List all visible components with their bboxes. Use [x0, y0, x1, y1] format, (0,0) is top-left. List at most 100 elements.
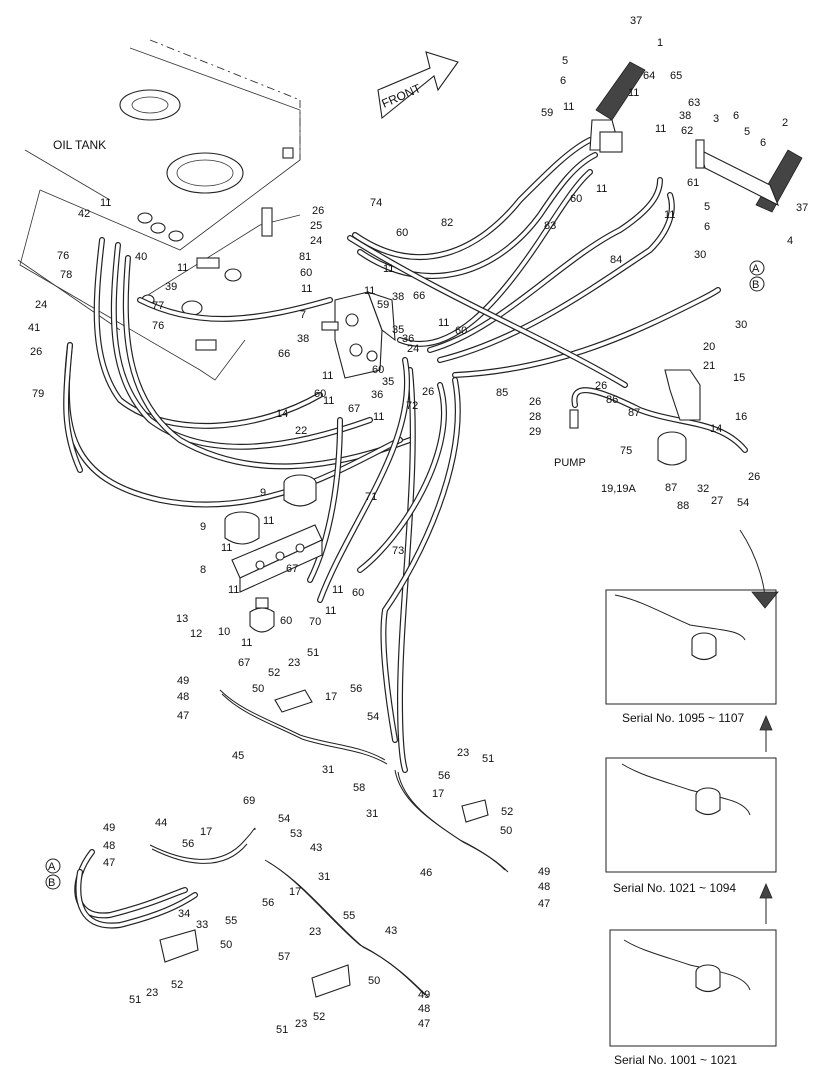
part-number-6-2: 6	[733, 110, 739, 122]
hose-bundle	[63, 137, 748, 773]
part-number-11-5: 11	[322, 370, 333, 382]
part-number-75-0: 75	[620, 445, 632, 457]
part-number-9-1: 9	[200, 521, 206, 533]
part-number-14-0: 14	[276, 408, 288, 420]
part-number-59-1: 59	[541, 107, 553, 119]
accumulator-block	[224, 474, 323, 633]
part-number-56-1: 56	[438, 770, 450, 782]
part-number-48-3: 48	[418, 1003, 430, 1015]
pump-label: PUMP	[554, 457, 586, 469]
part-number-17-2: 17	[200, 826, 212, 838]
part-number-36-0: 36	[402, 333, 414, 345]
part-number-30-1: 30	[735, 319, 747, 331]
part-number-67-0: 67	[286, 563, 298, 575]
part-number-46-0: 46	[420, 867, 432, 879]
part-number-60-5: 60	[280, 615, 292, 627]
part-number-5-2: 5	[744, 126, 750, 138]
part-number-52-2: 52	[171, 979, 183, 991]
part-number-87-1: 87	[665, 482, 677, 494]
part-number-50-1: 50	[500, 825, 512, 837]
part-number-22-0: 22	[295, 425, 307, 437]
part-number-24-1: 24	[310, 235, 322, 247]
part-number-31-2: 31	[318, 871, 330, 883]
part-number-2-0: 2	[782, 117, 788, 129]
part-number-73-0: 73	[392, 545, 404, 557]
part-number-5-0: 5	[562, 55, 568, 67]
part-number-42-0: 42	[78, 208, 90, 220]
part-number-54-2: 54	[737, 497, 749, 509]
part-number-6-0: 6	[560, 75, 566, 87]
part-number-44-0: 44	[155, 817, 167, 829]
part-number-23-4: 23	[309, 926, 321, 938]
part-number-32-0: 32	[697, 483, 709, 495]
oil-tank-label: OIL TANK	[53, 138, 106, 152]
part-number-81-0: 81	[299, 251, 311, 263]
part-number-66-1: 66	[278, 348, 290, 360]
part-number-13-0: 13	[176, 613, 188, 625]
part-number-60-0: 60	[396, 227, 408, 239]
part-number-58-0: 58	[353, 782, 365, 794]
part-number-38-2: 38	[679, 110, 691, 122]
part-number-11-17: 11	[241, 637, 252, 649]
part-number-62-0: 62	[681, 125, 693, 137]
part-number-11-18: 11	[332, 584, 343, 596]
part-number-11-11: 11	[655, 123, 666, 135]
serial-caption-2: Serial No. 1021 ~ 1094	[613, 881, 736, 895]
part-number-51-1: 51	[482, 753, 494, 765]
part-number-6-1: 6	[704, 221, 710, 233]
circle-b-top: B	[752, 279, 759, 291]
part-number-23-2: 23	[146, 987, 158, 999]
part-number-60-7: 60	[570, 193, 582, 205]
part-number-37-0: 37	[630, 15, 642, 27]
part-number-41-0: 41	[28, 322, 40, 334]
part-number-71-0: 71	[365, 491, 377, 503]
part-number-26-4: 26	[529, 396, 541, 408]
part-number-39-0: 39	[165, 281, 177, 293]
part-number-50-3: 50	[368, 975, 380, 987]
part-number-66-0: 66	[413, 290, 425, 302]
part-number-26-1: 26	[30, 346, 42, 358]
part-number-11-14: 11	[221, 542, 232, 554]
circle-a-bottom: A	[48, 861, 56, 873]
part-number-11-10: 11	[628, 87, 639, 99]
part-number-15-0: 15	[733, 372, 745, 384]
part-number-28-0: 28	[529, 411, 541, 423]
part-number-56-3: 56	[262, 897, 274, 909]
part-number-47-0: 47	[177, 710, 189, 722]
part-number-69-0: 69	[243, 795, 255, 807]
part-number-11-4: 11	[383, 263, 394, 275]
part-number-33-0: 33	[196, 919, 208, 931]
part-number-17-0: 17	[325, 691, 337, 703]
part-number-11-1: 11	[177, 262, 188, 274]
part-number-60-3: 60	[372, 364, 384, 376]
part-number-83-0: 83	[544, 220, 556, 232]
part-number-11-12: 11	[596, 183, 607, 195]
part-number-4-0: 4	[787, 235, 793, 247]
part-number-65-0: 65	[670, 70, 682, 82]
part-number-14-1: 14	[710, 423, 722, 435]
part-number-87-0: 87	[628, 407, 640, 419]
part-number-23-0: 23	[288, 657, 300, 669]
part-number-48-0: 48	[177, 691, 189, 703]
pedal-assemblies	[589, 61, 803, 213]
part-number-88-0: 88	[677, 500, 689, 512]
part-number-60-1: 60	[300, 267, 312, 279]
part-number-8-0: 8	[200, 564, 206, 576]
brake-lines	[74, 689, 509, 998]
part-number-11-19: 11	[325, 605, 336, 617]
part-number-11-7: 11	[373, 411, 384, 423]
part-number-11-8: 11	[438, 317, 449, 329]
part-number-17-3: 17	[289, 886, 301, 898]
front-arrow: FRONT	[377, 51, 459, 120]
part-number-31-1: 31	[366, 808, 378, 820]
part-number-51-3: 51	[276, 1024, 288, 1036]
part-number-11-2: 11	[301, 283, 312, 295]
part-number-11-15: 11	[263, 515, 274, 527]
part-number-23-3: 23	[295, 1018, 307, 1030]
part-number-11-9: 11	[563, 101, 574, 113]
part-number-20-0: 20	[703, 341, 715, 353]
part-number-17-1: 17	[432, 788, 444, 800]
part-number-43-1: 43	[385, 925, 397, 937]
